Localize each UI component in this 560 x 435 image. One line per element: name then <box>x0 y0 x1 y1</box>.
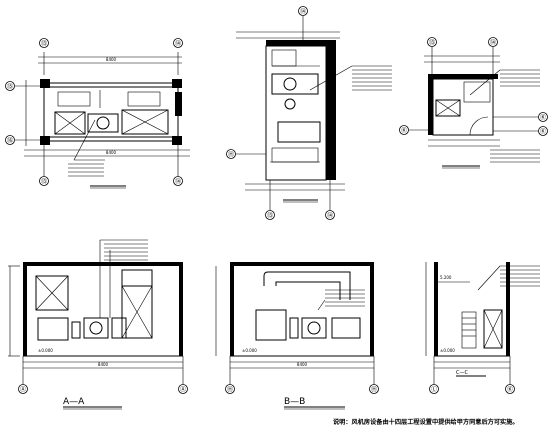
s2-axis-left: Ⓗ <box>227 386 233 394</box>
drawing-note: 说明：风机房设备由十四层工程设置中提供给甲方同意后方可实施。 <box>333 418 519 426</box>
s2-bottom-dim: 8400 <box>297 362 308 367</box>
plan-1: 8400 ⑬ ⑭ ⑮ ⑯ 84 <box>5 38 190 189</box>
s2-elev-low: ±0.000 <box>242 348 257 353</box>
section-bb: ±0.000 8400 Ⓗ Ⓗ B—B <box>215 262 379 410</box>
s3-axis-left: Ⓛ <box>431 386 437 394</box>
plan-2: ⑭ Ⓗ ⑬ ⑭ <box>226 6 392 220</box>
s2-axis-right: Ⓗ <box>371 386 377 394</box>
s1-bottom-dim: 8400 <box>98 362 109 367</box>
p1-axis-left-bottom: ⑯ <box>7 137 13 145</box>
p3-axis-right-top: Ⓚ <box>540 114 546 122</box>
p3-axis-right-bottom: Ⓚ <box>540 128 546 136</box>
plan-3: ⑬ ⑭ Ⓚ Ⓚ Ⓚ <box>399 37 548 169</box>
p2-axis-top: ⑭ <box>300 8 306 16</box>
section-bb-title: B—B <box>284 397 305 407</box>
p2-axis-bottom-right: ⑭ <box>327 212 333 220</box>
p1-top-dim: 8400 <box>106 57 117 62</box>
section-cc-title: C—C <box>456 370 468 376</box>
section-aa: ±0.000 8400 Ⓐ Ⓐ A—A <box>8 239 188 410</box>
s3-elev-high: 5.200 <box>440 275 452 280</box>
section-cc: 5.200 ±0.000 Ⓛ Ⓚ C—C <box>425 262 540 394</box>
p2-axis-left: Ⓗ <box>228 151 234 159</box>
s3-elev-low: ±0.000 <box>440 348 455 353</box>
p1-axis-top-left: ⑬ <box>41 40 47 48</box>
s3-axis-right: Ⓚ <box>507 386 513 394</box>
p1-axis-top-right: ⑭ <box>175 40 181 48</box>
p1-bottom-dim: 8400 <box>106 150 117 155</box>
section-aa-title: A—A <box>63 397 85 407</box>
s1-elev-low: ±0.000 <box>38 348 53 353</box>
p3-axis-top-left: ⑬ <box>429 39 435 47</box>
p2-axis-bottom-left: ⑬ <box>267 212 273 220</box>
p3-axis-left: Ⓚ <box>401 127 407 135</box>
s1-axis-right: Ⓐ <box>180 386 186 394</box>
p1-axis-bottom-right: ⑭ <box>175 178 181 186</box>
p1-axis-left-top: ⑮ <box>7 83 13 91</box>
p1-axis-bottom-left: ⑬ <box>41 178 47 186</box>
s1-axis-left: Ⓐ <box>20 386 26 394</box>
p3-axis-top-right: ⑭ <box>490 39 496 47</box>
